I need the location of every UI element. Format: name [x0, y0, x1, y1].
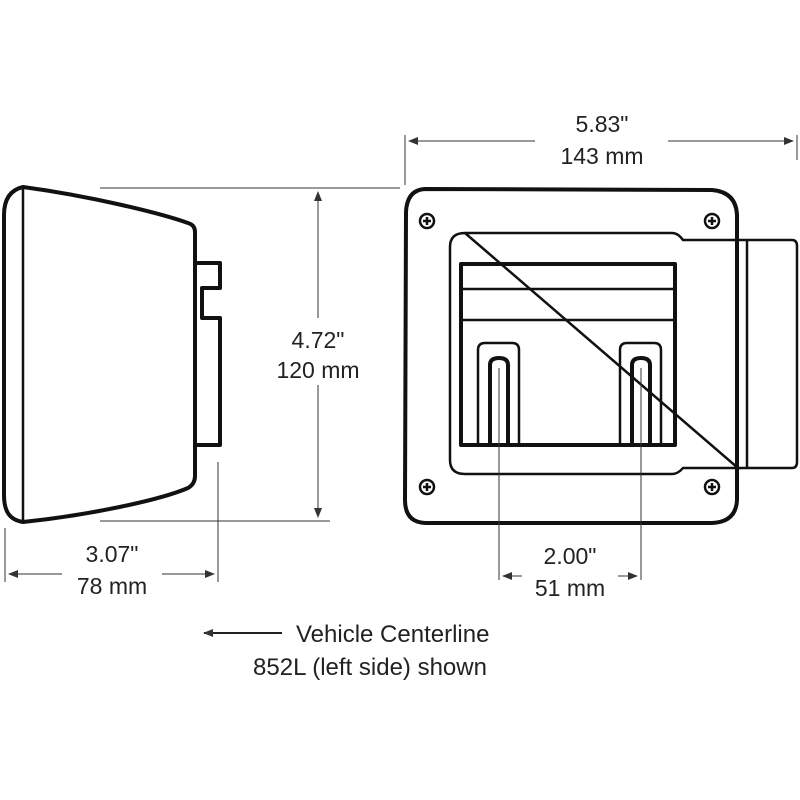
width-dimension: 5.83" 143 mm	[404, 111, 798, 185]
mounting-slot	[476, 341, 521, 580]
slot-spacing-inches: 2.00"	[544, 543, 597, 569]
screw-icon	[418, 478, 436, 496]
front-view	[403, 187, 799, 580]
height-inches: 4.72"	[292, 327, 345, 353]
screw-icon	[703, 212, 721, 230]
width-mm: 143 mm	[560, 143, 643, 169]
vehicle-centerline-label: Vehicle Centerline	[296, 621, 489, 648]
height-dimension: 4.72" 120 mm	[100, 187, 400, 522]
depth-inches: 3.07"	[86, 541, 139, 567]
notes: Vehicle Centerline 852L (left side) show…	[203, 621, 489, 681]
slot-spacing-mm: 51 mm	[535, 575, 605, 601]
model-note: 852L (left side) shown	[253, 654, 487, 681]
screw-icon	[418, 212, 436, 230]
depth-dimension: 3.07" 78 mm	[4, 462, 219, 599]
depth-mm: 78 mm	[77, 573, 147, 599]
width-inches: 5.83"	[576, 111, 629, 137]
height-mm: 120 mm	[276, 357, 359, 383]
mounting-slot	[618, 341, 663, 580]
screw-icon	[703, 478, 721, 496]
slot-spacing-dimension: 2.00" 51 mm	[502, 543, 638, 601]
side-view	[2, 185, 222, 524]
